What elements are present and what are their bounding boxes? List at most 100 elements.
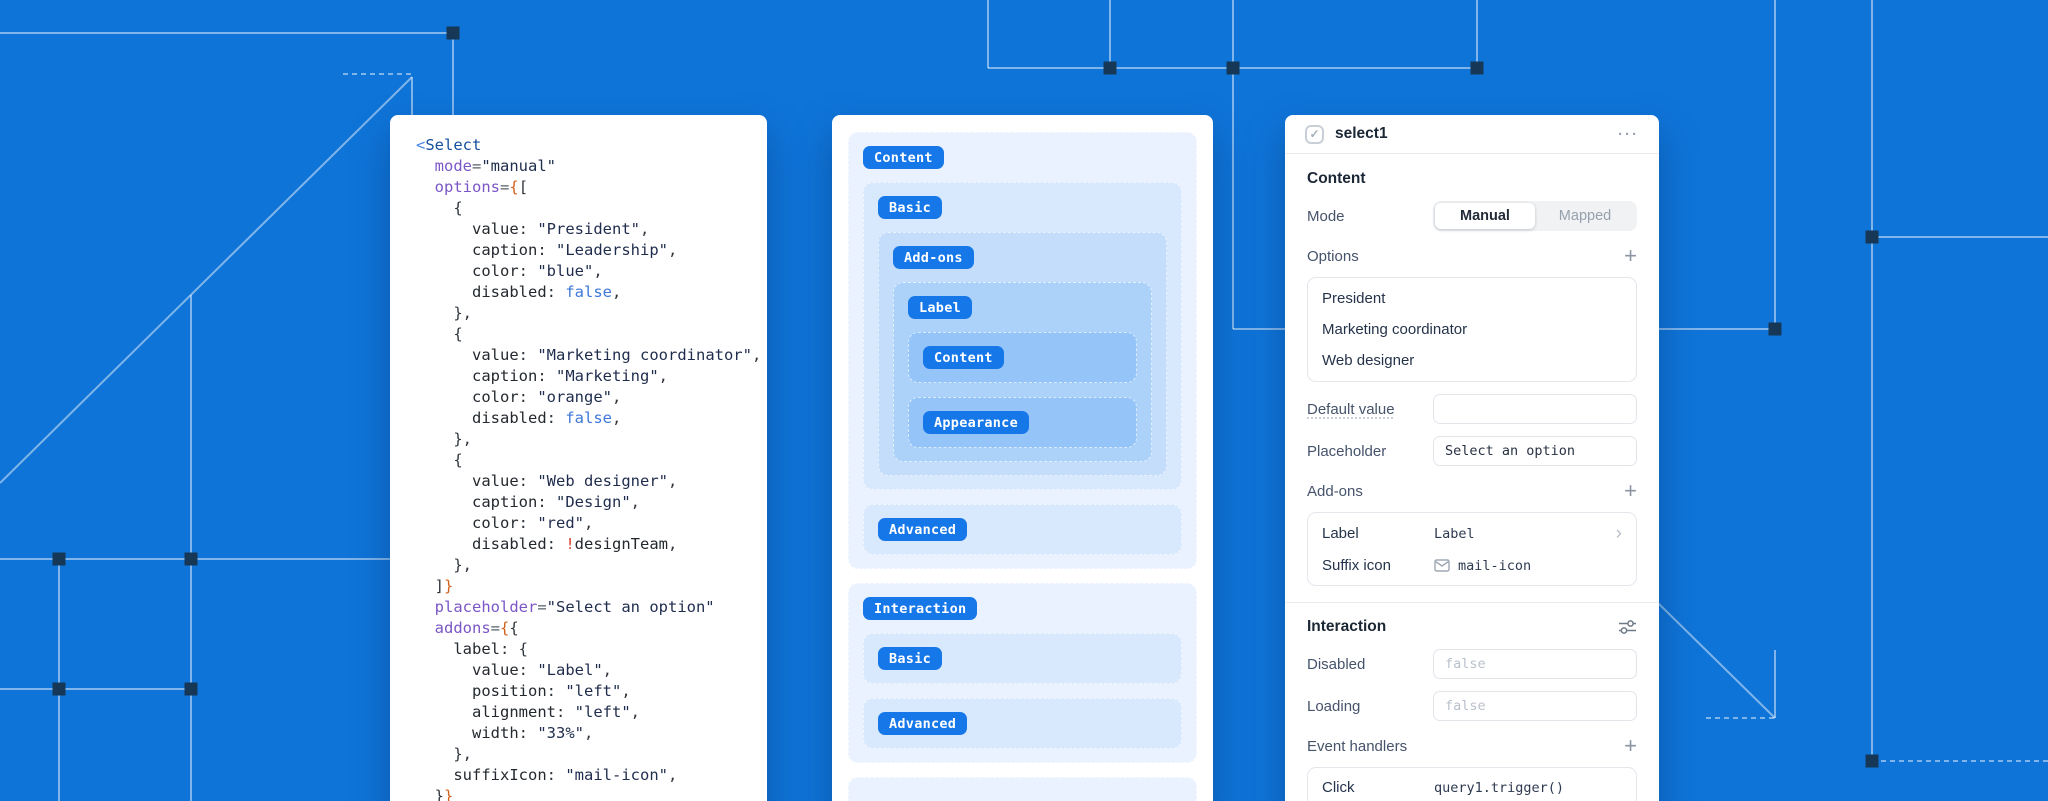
event-handler-row-click[interactable]: Click query1.trigger()	[1322, 779, 1565, 796]
code-line: value: "President",	[472, 220, 650, 238]
code-line: mode="manual"	[434, 157, 556, 175]
code-editor-panel: <Select mode="manual" options={[ { value…	[390, 115, 767, 801]
inspector-body: Content Mode Manual Mapped Options + Pre…	[1285, 154, 1659, 801]
anchor-nodes	[52, 26, 1879, 768]
disabled-label: Disabled	[1307, 655, 1366, 673]
tree-pill: Content	[923, 346, 1004, 369]
code-line: alignment: "left",	[472, 703, 641, 721]
component-name: select1	[1335, 125, 1388, 142]
code-line: },	[453, 745, 472, 763]
code-line: {	[453, 325, 463, 343]
code-line: {	[453, 199, 463, 217]
tree-pill: Basic	[878, 196, 942, 219]
option-item[interactable]: Web designer	[1322, 352, 1415, 369]
code-line: position: "left",	[472, 682, 631, 700]
code-line: },	[453, 304, 472, 322]
disabled-input[interactable]: false	[1433, 649, 1637, 679]
mode-row: Mode Manual Mapped	[1307, 201, 1637, 231]
tree-box-advanced: Advanced	[863, 698, 1182, 749]
code-line: caption: "Marketing",	[472, 367, 668, 385]
tree-pill: Appearance	[923, 411, 1029, 434]
component-checkbox[interactable]: ✓	[1305, 124, 1324, 144]
placeholder-row: Placeholder Select an option	[1307, 436, 1637, 466]
code-line: suffixIcon: "mail-icon",	[453, 766, 678, 784]
tree-pill: Label	[908, 296, 972, 319]
code-line: width: "33%",	[472, 724, 594, 742]
default-value-row: Default value	[1307, 394, 1637, 424]
loading-row: Loading false	[1307, 691, 1637, 721]
addon-row-suffix-icon[interactable]: Suffix icon mail-icon	[1322, 557, 1532, 574]
addons-heading-row: Add-ons +	[1307, 480, 1637, 502]
tree-box-basic: Basic	[863, 633, 1182, 684]
mail-icon	[1434, 559, 1450, 572]
code-line: },	[453, 430, 472, 448]
code-line: disabled: false,	[472, 283, 622, 301]
code-line: addons={{	[434, 619, 519, 637]
tree-pill: Interaction	[863, 597, 978, 620]
event-handlers-list: Click query1.trigger()	[1307, 767, 1637, 801]
add-event-handler-icon[interactable]: +	[1624, 733, 1637, 758]
code-line: }}	[434, 787, 454, 801]
code-line: value: "Marketing coordinator",	[472, 346, 762, 364]
default-value-input[interactable]	[1433, 394, 1637, 424]
code-line: {	[453, 451, 463, 469]
mode-option-manual[interactable]: Manual	[1435, 203, 1535, 229]
options-list: President Marketing coordinator Web desi…	[1307, 277, 1637, 382]
tree-section-partial	[848, 777, 1197, 801]
event-handlers-label: Event handlers	[1307, 737, 1408, 755]
code-line: caption: "Design",	[472, 493, 640, 511]
code-snippet: <Select mode="manual" options={[ { value…	[390, 115, 767, 801]
code-line: },	[453, 556, 472, 574]
addon-row-label[interactable]: Label Label ›	[1322, 523, 1622, 544]
code-line: label: {	[453, 640, 528, 658]
code-line: options={[	[434, 178, 529, 196]
disabled-row: Disabled false	[1307, 649, 1637, 679]
addons-label: Add-ons	[1307, 482, 1363, 500]
tree-pill: Add-ons	[893, 246, 974, 269]
code-line: value: "Label",	[472, 661, 613, 679]
add-addon-icon[interactable]: +	[1624, 478, 1637, 503]
event-handlers-heading-row: Event handlers +	[1307, 735, 1637, 757]
code-line: color: "orange",	[472, 388, 622, 406]
loading-label: Loading	[1307, 697, 1361, 715]
placeholder-label: Placeholder	[1307, 442, 1387, 460]
code-line: value: "Web designer",	[472, 472, 678, 490]
ellipsis-menu-icon[interactable]: ···	[1618, 125, 1639, 143]
option-item[interactable]: President	[1322, 290, 1386, 307]
inspector-panel: ✓ select1 ··· Content Mode Manual Mapped…	[1285, 115, 1659, 801]
loading-input[interactable]: false	[1433, 691, 1637, 721]
placeholder-input[interactable]: Select an option	[1433, 436, 1637, 466]
code-line: placeholder="Select an option"	[434, 598, 715, 616]
tree-box-content: Content	[908, 332, 1137, 383]
code-line: disabled: false,	[472, 409, 622, 427]
default-value-label: Default value	[1307, 400, 1395, 418]
tree-pill: Basic	[878, 647, 942, 670]
add-option-icon[interactable]: +	[1624, 243, 1637, 268]
interaction-section-heading: Interaction	[1307, 618, 1637, 636]
options-label: Options	[1307, 247, 1359, 265]
mode-option-mapped[interactable]: Mapped	[1558, 208, 1612, 224]
code-line: disabled: !designTeam,	[472, 535, 678, 553]
code-line: ]}	[434, 577, 454, 595]
tune-filters-icon[interactable]	[1618, 619, 1637, 635]
inspector-header: ✓ select1 ···	[1285, 115, 1659, 154]
code-line: caption: "Leadership",	[472, 241, 678, 259]
tree-pill: Content	[863, 146, 944, 169]
code-line: color: "blue",	[472, 262, 603, 280]
mode-label: Mode	[1307, 207, 1345, 225]
mode-segmented-control: Manual Mapped	[1433, 201, 1637, 231]
option-item[interactable]: Marketing coordinator	[1322, 321, 1468, 338]
addons-list: Label Label › Suffix icon mail-icon	[1307, 512, 1637, 586]
section-divider	[1285, 602, 1659, 603]
options-heading-row: Options +	[1307, 245, 1637, 267]
tree-box-advanced: Advanced	[863, 504, 1182, 555]
tree-box-appearance: Appearance	[908, 397, 1137, 448]
